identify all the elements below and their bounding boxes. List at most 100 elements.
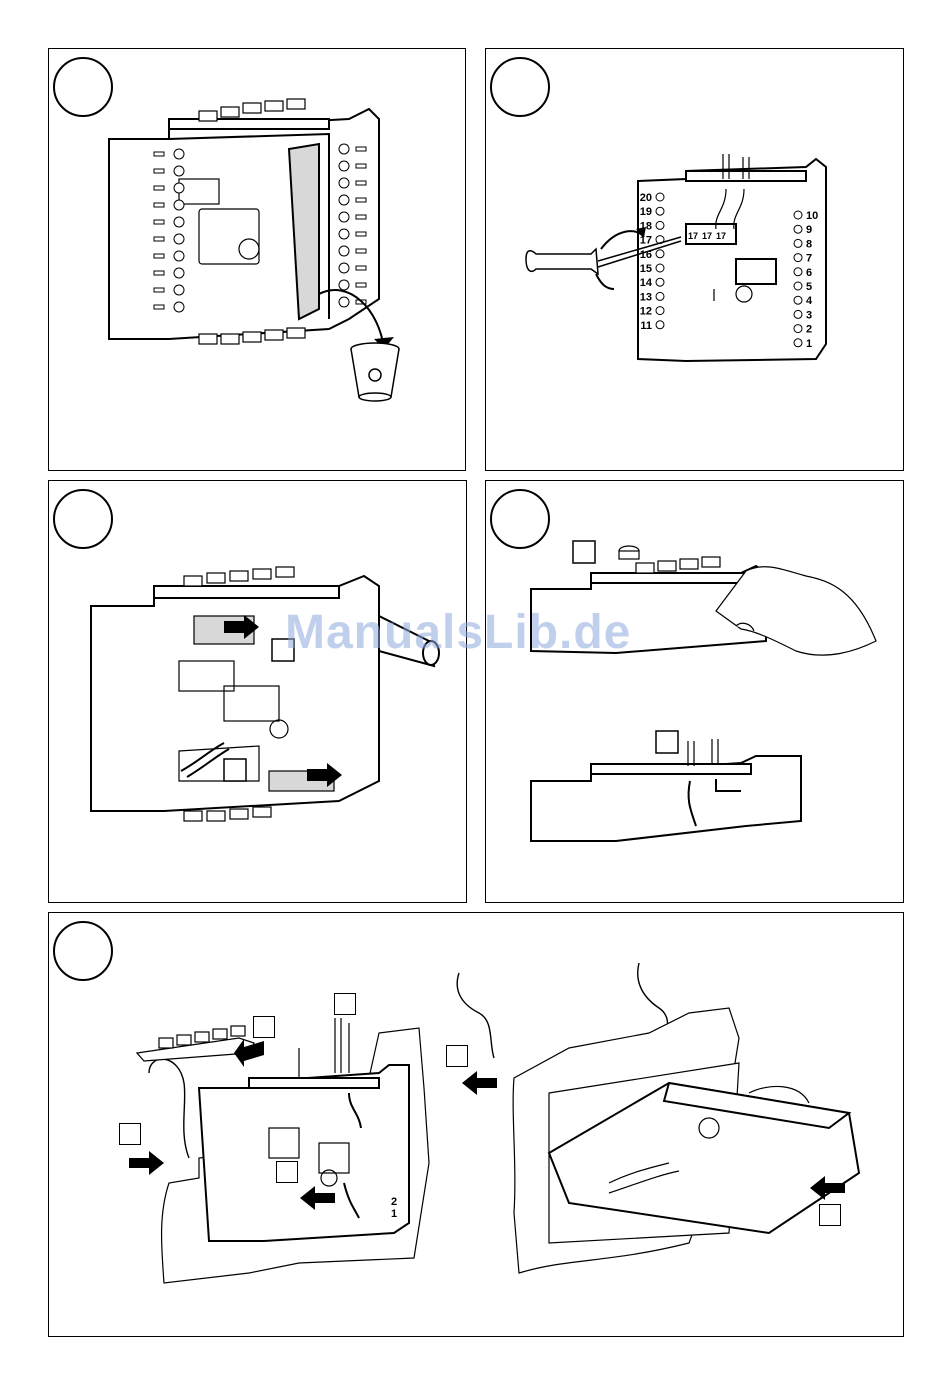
- terminal-screw: [339, 144, 349, 154]
- terminal-number-right: 9: [806, 224, 812, 236]
- terminal-slot: [154, 152, 164, 156]
- terminal-screw: [174, 285, 184, 295]
- terminal-slot: [356, 147, 366, 151]
- terminal-screw: [339, 161, 349, 171]
- terminal-slot: [154, 203, 164, 207]
- terminal-screw: [339, 246, 349, 256]
- terminal-slot: [154, 169, 164, 173]
- terminal-screw: [656, 221, 664, 229]
- terminal-number-left: 12: [640, 306, 652, 318]
- terminal-number-right: 5: [806, 281, 812, 293]
- terminal-screw: [174, 166, 184, 176]
- terminal-screw: [794, 225, 802, 233]
- terminal-screw: [794, 296, 802, 304]
- terminal-screw: [656, 278, 664, 286]
- terminal-screw: [794, 325, 802, 333]
- inner-terminal-label: 17: [702, 231, 712, 241]
- terminal-screw: [174, 200, 184, 210]
- step-panel-3: [48, 480, 467, 903]
- terminal-number-right: 3: [806, 309, 812, 321]
- terminal-screw: [794, 339, 802, 347]
- arrow-icon: [462, 1071, 497, 1095]
- terminal-slot: [154, 254, 164, 258]
- terminal-screw: [339, 178, 349, 188]
- terminal-slot: [154, 220, 164, 224]
- terminal-number-left: 13: [640, 291, 652, 303]
- trash-can-icon: [351, 343, 399, 401]
- terminal-screw: [174, 183, 184, 193]
- terminal-label: 2: [391, 1196, 397, 1208]
- callout-box: [276, 1161, 298, 1183]
- terminal-number-left: 20: [640, 192, 652, 204]
- terminal-screw: [174, 149, 184, 159]
- terminal-screw: [339, 297, 349, 307]
- terminal-screw: [174, 251, 184, 261]
- terminal-screw: [656, 193, 664, 201]
- terminal-screw: [656, 264, 664, 272]
- terminal-slot: [356, 164, 366, 168]
- terminal-number-left: 14: [640, 277, 653, 289]
- step-panel-5: 2 1: [48, 912, 904, 1337]
- arrow-icon: [129, 1151, 164, 1175]
- terminal-screw: [794, 239, 802, 247]
- callout-box: [446, 1045, 468, 1067]
- terminal-number-left: 11: [640, 320, 652, 332]
- terminal-slot: [356, 249, 366, 253]
- terminal-screw: [339, 212, 349, 222]
- watermark: ManualsLib.de: [285, 605, 631, 660]
- terminal-screw: [794, 310, 802, 318]
- step-panel-4: [485, 480, 904, 903]
- terminal-box-illustration: [486, 481, 905, 904]
- terminal-slot: [356, 283, 366, 287]
- callout-box: [253, 1016, 275, 1038]
- terminal-screw: [656, 292, 664, 300]
- terminal-number-right: 10: [806, 210, 818, 222]
- terminal-number-right: 1: [806, 338, 812, 350]
- callout-box: [334, 993, 356, 1015]
- terminal-screw: [656, 250, 664, 258]
- terminal-number-right: 2: [806, 324, 812, 336]
- terminal-slot: [154, 237, 164, 241]
- terminal-screw: [339, 229, 349, 239]
- callout-box: [119, 1123, 141, 1145]
- inner-terminal-label: 17: [716, 231, 726, 241]
- inner-terminal-label: 17: [688, 231, 698, 241]
- terminal-number-left: 19: [640, 206, 652, 218]
- terminal-slot: [154, 305, 164, 309]
- terminal-number-right: 6: [806, 267, 812, 279]
- terminal-screw: [656, 321, 664, 329]
- terminal-slot: [356, 232, 366, 236]
- terminal-screw: [339, 280, 349, 290]
- terminal-slot: [356, 181, 366, 185]
- terminal-slot: [154, 271, 164, 275]
- terminal-slot: [356, 215, 366, 219]
- wall-mounting-illustration: 2 1: [49, 913, 905, 1338]
- terminal-screw: [794, 282, 802, 290]
- terminal-number-left: 17: [640, 235, 652, 247]
- terminal-screw: [174, 234, 184, 244]
- terminal-box-illustration: [49, 49, 467, 472]
- terminal-screw: [794, 254, 802, 262]
- terminal-label: 1: [391, 1208, 397, 1220]
- terminal-screw: [656, 307, 664, 315]
- terminal-screw: [794, 268, 802, 276]
- terminal-box-illustration: [49, 481, 468, 904]
- terminal-screw: [174, 217, 184, 227]
- terminal-screw: [656, 207, 664, 215]
- callout-box: [819, 1204, 841, 1226]
- terminal-number-right: 7: [806, 253, 812, 265]
- terminal-slot: [356, 198, 366, 202]
- terminal-screw: [174, 268, 184, 278]
- terminal-screw: [339, 195, 349, 205]
- terminal-number-right: 4: [806, 295, 813, 307]
- terminal-slot: [154, 288, 164, 292]
- terminal-slot: [154, 186, 164, 190]
- terminal-number-left: 15: [640, 263, 652, 275]
- terminal-screw: [794, 211, 802, 219]
- terminal-slot: [356, 266, 366, 270]
- step-panel-1: [48, 48, 466, 471]
- terminal-number-right: 8: [806, 238, 812, 250]
- terminal-screw: [339, 263, 349, 273]
